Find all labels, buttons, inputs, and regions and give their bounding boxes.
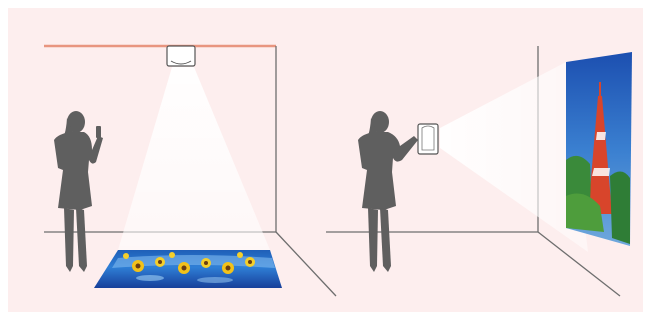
handheld-projector-icon: [418, 124, 438, 154]
tokyo-tower-image: [566, 52, 632, 246]
ceiling-mounted-projector-icon: [167, 46, 195, 66]
sunflower-field-image: [94, 250, 282, 288]
